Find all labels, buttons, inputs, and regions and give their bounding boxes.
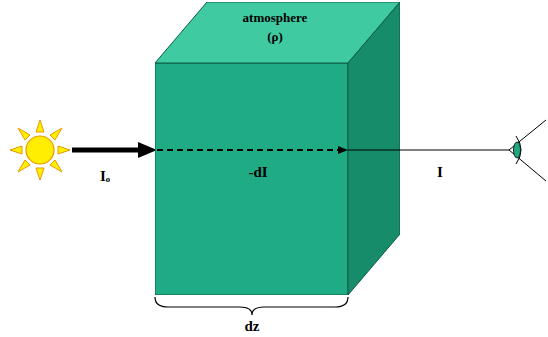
beam-path [157, 149, 340, 151]
eye-symbol [509, 120, 546, 181]
thickness-brace [155, 297, 348, 315]
incident-beam [72, 142, 157, 158]
slab-front-face [155, 63, 348, 295]
slab-shape [155, 2, 400, 295]
slab-title: atmosphere [200, 9, 350, 28]
symbol-label: I [437, 164, 443, 181]
beam-arrowhead [338, 146, 348, 154]
transmitted-beam [400, 150, 510, 151]
symbol-label: -dI [248, 164, 267, 181]
slab-symbol: (ρ) [200, 28, 350, 47]
slab-texts: atmosphere(ρ) [200, 9, 350, 47]
slab-side-face [348, 2, 400, 295]
symbol-label: dz [245, 318, 260, 335]
sun-symbol [10, 120, 70, 180]
beam-exit [348, 149, 400, 150]
atmosphere-slab: atmosphere(ρ) [155, 2, 400, 295]
symbol-label: Iₒ [100, 168, 110, 185]
